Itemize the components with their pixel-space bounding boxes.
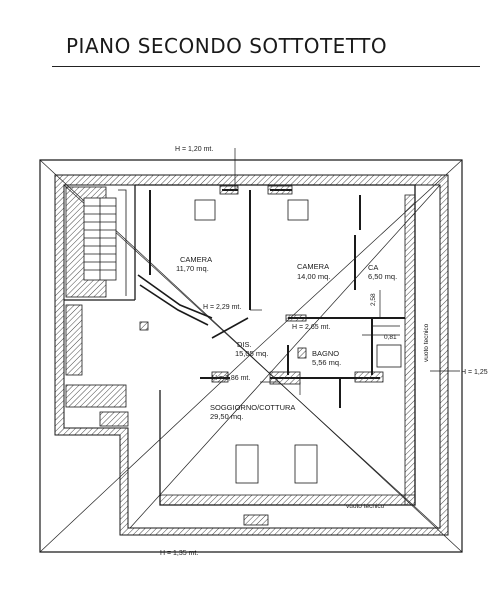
height-229: H = 2,29 mt. xyxy=(203,304,241,311)
room-camera-1-area: 11,70 mq. xyxy=(176,264,209,273)
inner-wall-band xyxy=(159,194,416,506)
room-camera-1-name: CAMERA xyxy=(180,255,212,264)
room-closet-name: CA xyxy=(368,263,378,272)
height-bottom: H = 1,35 mt. xyxy=(160,550,198,557)
room-camera-2-area: 14,00 mq. xyxy=(297,272,330,281)
room-soggiorno-name: SOGGIORNO/COTTURA xyxy=(210,403,295,412)
skylights xyxy=(194,199,402,484)
wall-blocks xyxy=(139,185,384,526)
height-265: H = 2,65 mt. xyxy=(292,324,330,331)
height-top: H = 1,20 mt. xyxy=(175,146,213,153)
room-soggiorno-area: 29,50 mq. xyxy=(210,412,243,421)
room-camera-2-name: CAMERA xyxy=(297,262,329,271)
height-081: 0,81 xyxy=(384,334,397,341)
room-closet-area: 6,50 mq. xyxy=(368,272,397,281)
room-bagno-area: 5,56 mq. xyxy=(312,358,341,367)
note-vuoto-tecnico-right: vuoto tecnico xyxy=(423,323,430,362)
left-wall-piers xyxy=(65,304,129,427)
height-258: 2,58 xyxy=(370,293,377,306)
note-vuoto-tecnico-bottom: vuoto tecnico xyxy=(346,503,385,510)
room-dis-name: DIS. xyxy=(237,340,252,349)
angled-walls xyxy=(137,274,249,339)
height-right: H = 1,25 xyxy=(461,369,488,376)
height-286: H = 2,86 mt. xyxy=(212,375,250,382)
staircase xyxy=(65,186,127,298)
room-dis-area: 15,05 mq. xyxy=(235,349,268,358)
dimension-markers xyxy=(212,148,460,553)
room-bagno-name: BAGNO xyxy=(312,349,339,358)
plan-title: PIANO SECONDO SOTTOTETTO xyxy=(66,34,388,58)
title-underline xyxy=(52,66,480,67)
